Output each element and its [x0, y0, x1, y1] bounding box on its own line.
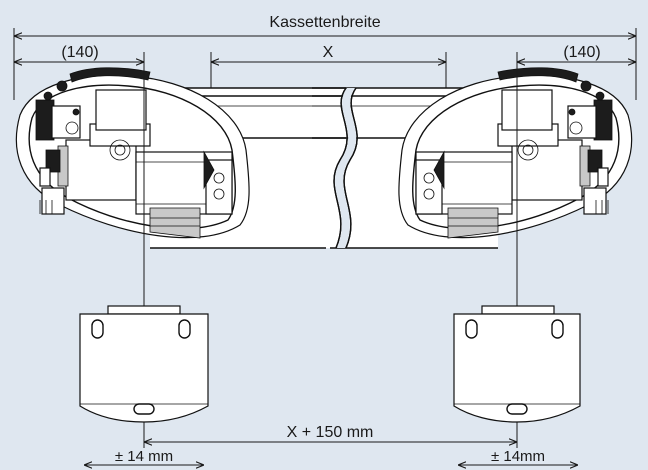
middle-label: X — [323, 44, 334, 61]
tolerance-right: ± 14mm — [458, 448, 578, 465]
right-end-cap — [398, 67, 633, 239]
side-left-label: (140) — [61, 44, 98, 61]
tolerance-left: ± 14 mm — [84, 448, 204, 465]
tolerance-left-label: ± 14 mm — [115, 448, 173, 465]
side-right-label: (140) — [563, 44, 600, 61]
left-mounting-bracket — [79, 305, 209, 423]
dimension-bottom: X + 150 mm — [144, 424, 517, 442]
dimension-side-left: (140) — [14, 44, 144, 62]
left-end-cap — [15, 67, 250, 239]
tolerance-right-label: ± 14mm — [491, 448, 545, 465]
dimension-side-right: (140) — [517, 44, 636, 62]
bottom-label: X + 150 mm — [287, 424, 374, 441]
dimension-cassette-width: Kassettenbreite — [13, 14, 637, 100]
cassette-width-label: Kassettenbreite — [269, 14, 380, 31]
right-mounting-bracket — [453, 305, 581, 423]
